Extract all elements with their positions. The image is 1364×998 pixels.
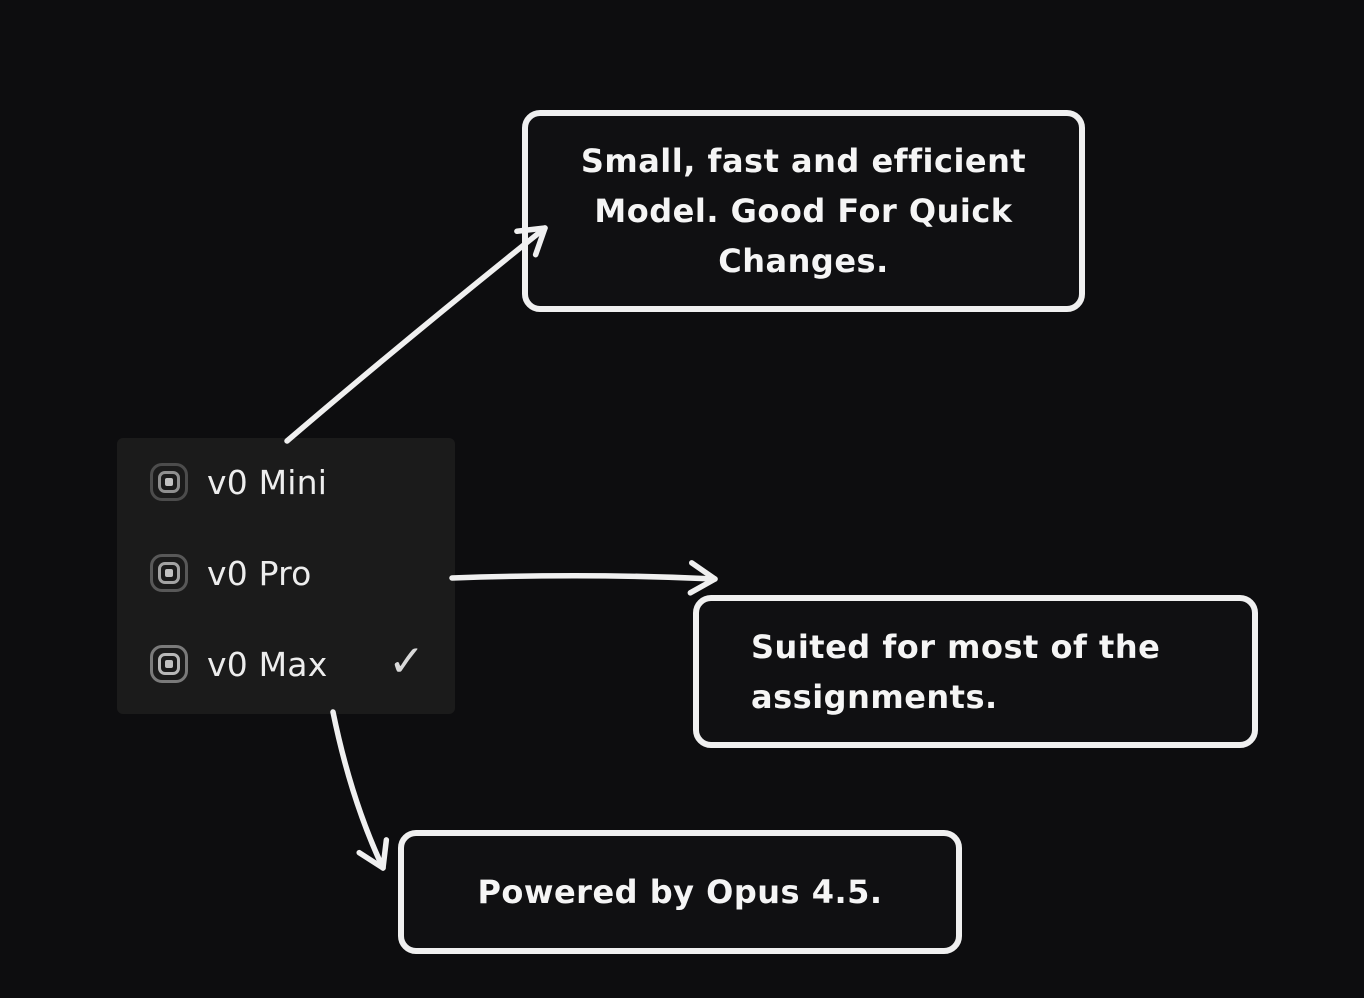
note-line: Changes. (718, 242, 889, 280)
note-line: assignments. (751, 677, 998, 716)
v0-model-icon (150, 463, 188, 501)
arrow-mini-to-note (284, 225, 548, 444)
note-box-mini: Small, fast and efficient Model. Good Fo… (522, 110, 1085, 312)
note-box-pro: Suited for most of the assignments. (693, 595, 1258, 748)
v0-model-icon (150, 645, 188, 683)
note-box-max: Powered by Opus 4.5. (398, 830, 962, 954)
note-line: Suited for most of the (751, 627, 1161, 666)
arrow-pro-to-note (449, 560, 718, 596)
menu-item-label: v0 Mini (207, 462, 328, 502)
v0-model-icon (150, 554, 188, 592)
menu-item-label: v0 Pro (207, 553, 312, 593)
menu-item-v0-pro[interactable]: v0 Pro (117, 542, 455, 604)
menu-item-label: v0 Max (207, 644, 328, 684)
arrow-max-to-note (330, 709, 390, 871)
menu-item-v0-max[interactable]: v0 Max ✓ (117, 633, 455, 695)
model-selector-menu: v0 Mini v0 Pro v0 Max ✓ (117, 438, 455, 714)
note-line: Small, fast and efficient (580, 142, 1027, 180)
note-line: Powered by Opus 4.5. (477, 873, 883, 911)
check-icon: ✓ (388, 636, 425, 687)
note-line: Model. Good For Quick (594, 192, 1013, 230)
menu-item-v0-mini[interactable]: v0 Mini (117, 451, 455, 513)
